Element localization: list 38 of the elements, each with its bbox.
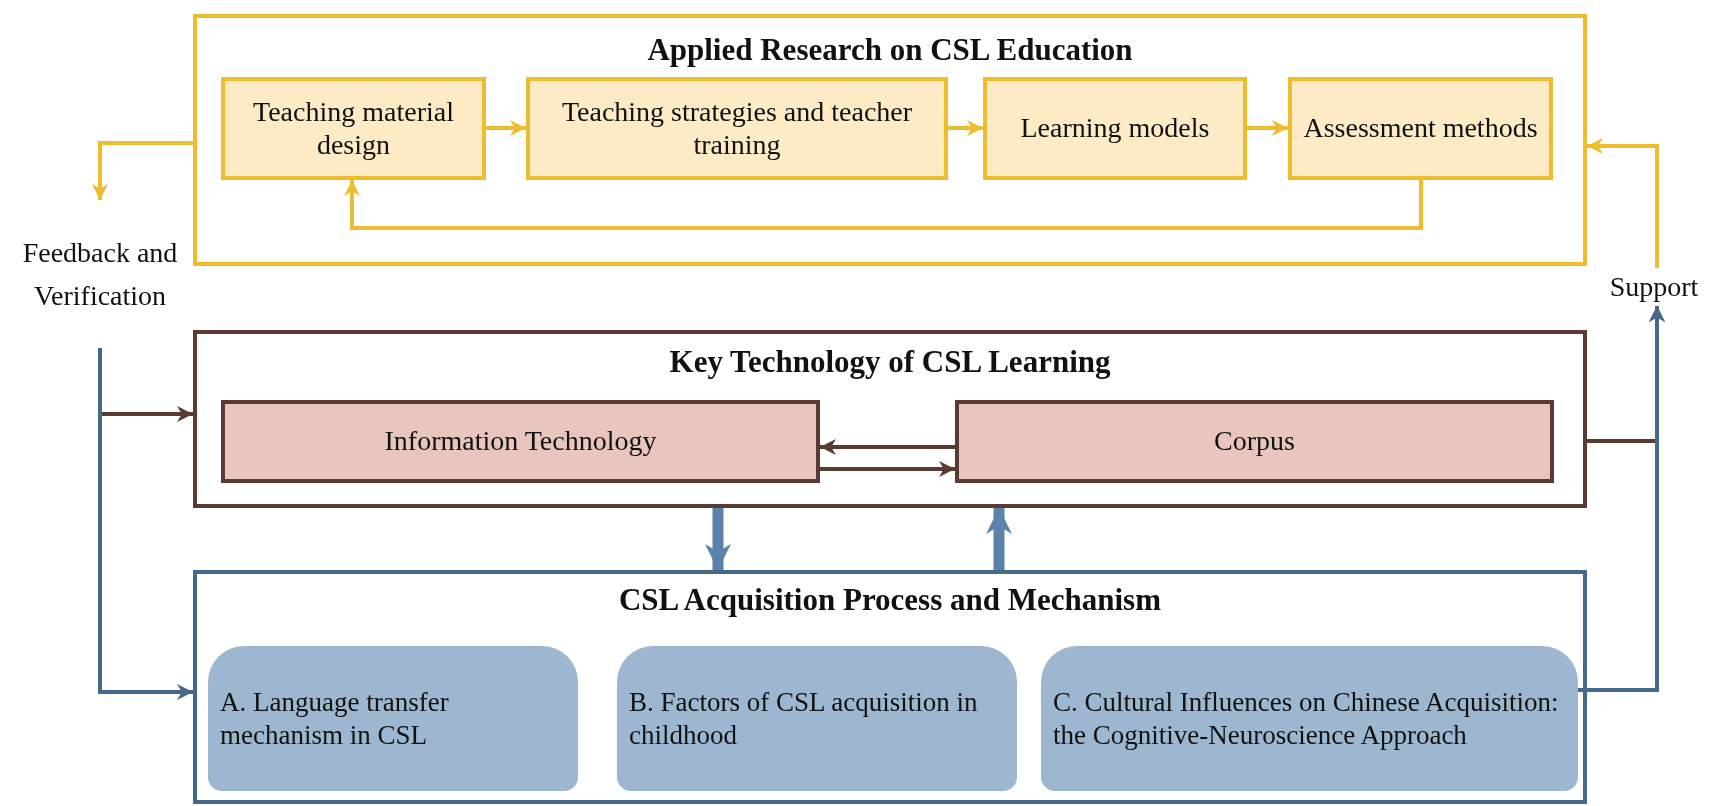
box-text: Assessment methods [1302,112,1539,145]
box-text: Corpus [1213,425,1296,458]
arrow [92,141,193,200]
arrow [1587,138,1659,268]
arrow [344,180,1423,230]
arrow [705,508,731,570]
group-panel [193,330,1587,508]
annotation-text: Support [1609,270,1699,305]
arrow [98,348,193,700]
panel-title: CSL Acquisition Process and Mechanism [619,582,1161,617]
process-box [221,77,486,180]
annotation-text: Feedback and Verification [22,235,178,313]
arrow [820,439,955,455]
arrow [1578,306,1665,692]
group-panel [193,570,1587,804]
group-panel [193,14,1587,266]
box-text: Teaching strategies and teacher training [560,96,914,161]
arrow [986,508,1012,570]
box-text: Teaching material design [252,96,455,161]
panel-title: Applied Research on CSL Education [647,32,1133,67]
panel-title: Key Technology of CSL Learning [669,344,1111,379]
arrow [948,120,983,136]
topic-box [1041,646,1578,791]
topic-box [208,646,578,791]
topic-text: B. Factors of CSL acquisition in childhood [628,686,979,751]
process-box [983,77,1247,180]
process-box [955,400,1554,483]
topic-text: A. Language transfer mechanism in CSL [219,686,450,751]
topic-box [617,646,1017,791]
box-text: Learning models [1019,112,1211,145]
box-text: Information Technology [383,425,658,458]
arrow [486,120,526,136]
process-box [526,77,948,180]
arrow [1247,120,1288,136]
topic-text: C. Cultural Influences on Chinese Acquisition: the Cognitive-Neuroscience Approach [1052,686,1560,751]
process-box [1288,77,1553,180]
process-box [221,400,820,483]
arrow [820,461,955,477]
